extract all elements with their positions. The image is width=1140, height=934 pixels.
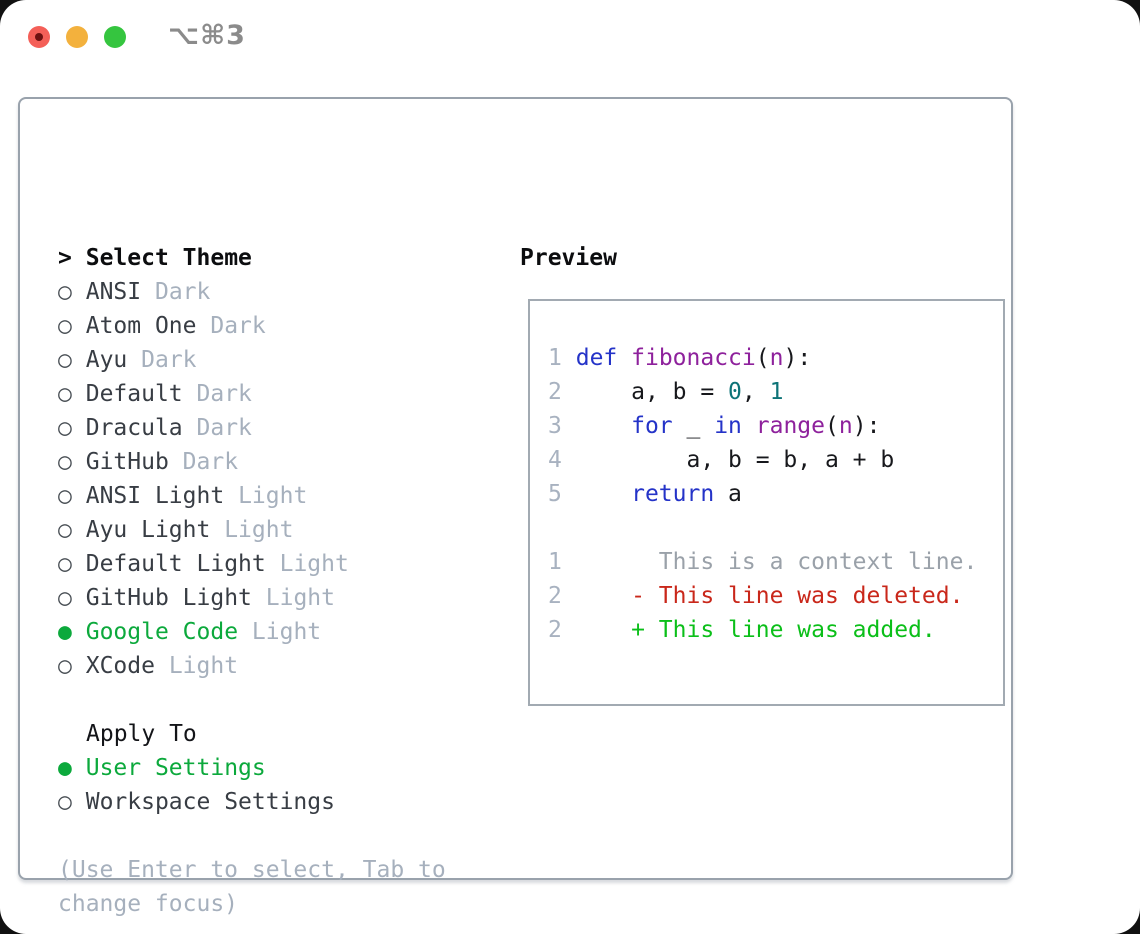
keyboard-hint: (Use Enter to select, Tab to change focu… bbox=[58, 857, 446, 917]
radio-icon: ○ bbox=[58, 279, 72, 305]
theme-name: ANSI bbox=[85, 279, 142, 305]
line-number: 1 bbox=[548, 549, 562, 575]
theme-option-default[interactable]: ○ Default Dark bbox=[58, 377, 483, 411]
minimize-button-icon[interactable] bbox=[66, 26, 88, 48]
close-button-icon[interactable] bbox=[28, 26, 50, 48]
theme-options-list: ○ ANSI Dark○ Atom One Dark○ Ayu Dark○ De… bbox=[58, 275, 483, 683]
diff-line-deleted: 2 - This line was deleted. bbox=[548, 579, 977, 613]
radio-icon: ○ bbox=[58, 415, 72, 441]
apply-option-label: User Settings bbox=[85, 755, 266, 781]
select-theme-title: Select Theme bbox=[85, 245, 252, 271]
theme-option-ayu-light[interactable]: ○ Ayu Light Light bbox=[58, 513, 483, 547]
theme-list-pane: > Select Theme ○ ANSI Dark○ Atom One Dar… bbox=[58, 241, 483, 921]
theme-option-atom-one[interactable]: ○ Atom One Dark bbox=[58, 309, 483, 343]
apply-to-title: Apply To bbox=[86, 721, 197, 747]
diff-text: - This line was deleted. bbox=[575, 583, 964, 609]
theme-name: Dracula bbox=[85, 415, 183, 441]
line-number: 2 bbox=[548, 379, 562, 405]
theme-name: GitHub Light bbox=[85, 585, 252, 611]
radio-icon: ○ bbox=[58, 347, 72, 373]
radio-icon: ○ bbox=[58, 789, 72, 815]
theme-picker-panel: > Select Theme ○ ANSI Dark○ Atom One Dar… bbox=[18, 97, 1013, 917]
theme-variant: Light bbox=[279, 551, 349, 577]
code-line-4: 4 a, b = b, a + b bbox=[548, 447, 895, 473]
radio-icon: ● bbox=[58, 619, 72, 645]
preview-title: Preview bbox=[520, 245, 617, 271]
theme-variant: Dark bbox=[196, 381, 252, 407]
apply-option-workspace-settings[interactable]: ○ Workspace Settings bbox=[58, 785, 483, 819]
radio-icon: ○ bbox=[58, 551, 72, 577]
theme-name: Default Light bbox=[85, 551, 266, 577]
code-line-3: 3 for _ in range(n): bbox=[548, 413, 881, 439]
diff-text: This is a context line. bbox=[575, 549, 978, 575]
theme-name: Default bbox=[85, 381, 183, 407]
theme-name: XCode bbox=[85, 653, 155, 679]
theme-name: Ayu bbox=[85, 347, 128, 373]
radio-icon: ○ bbox=[58, 483, 72, 509]
theme-variant: Light bbox=[251, 619, 322, 645]
line-number: 2 bbox=[548, 583, 562, 609]
theme-name: Atom One bbox=[85, 313, 197, 339]
theme-variant: Light bbox=[168, 653, 239, 679]
theme-option-google-code[interactable]: ● Google Code Light bbox=[58, 615, 483, 649]
theme-variant: Light bbox=[265, 585, 335, 611]
code-preview: 1 def fibonacci(n): 2 a, b = 0, 1 3 for _ … bbox=[548, 341, 977, 647]
code-line-5: 5 return a bbox=[548, 481, 742, 507]
radio-icon: ○ bbox=[58, 653, 72, 679]
theme-name: Google Code bbox=[85, 619, 239, 645]
window-shortcut-label: ⌥⌘3 bbox=[168, 20, 246, 51]
line-number: 2 bbox=[548, 617, 562, 643]
line-number: 3 bbox=[548, 413, 562, 439]
theme-variant: Light bbox=[238, 483, 308, 509]
theme-option-default-light[interactable]: ○ Default Light Light bbox=[58, 547, 483, 581]
theme-variant: Dark bbox=[196, 415, 252, 441]
apply-option-label: Workspace Settings bbox=[85, 789, 335, 815]
theme-option-ansi[interactable]: ○ ANSI Dark bbox=[58, 275, 483, 309]
theme-name: Ayu Light bbox=[85, 517, 211, 543]
theme-variant: Dark bbox=[154, 279, 211, 305]
theme-name: ANSI Light bbox=[85, 483, 225, 509]
theme-variant: Dark bbox=[182, 449, 239, 475]
diff-text: + This line was added. bbox=[575, 617, 936, 643]
line-number: 1 bbox=[548, 345, 562, 371]
theme-option-xcode[interactable]: ○ XCode Light bbox=[58, 649, 483, 683]
zoom-button-icon[interactable] bbox=[104, 26, 126, 48]
theme-option-dracula[interactable]: ○ Dracula Dark bbox=[58, 411, 483, 445]
theme-name: GitHub bbox=[85, 449, 169, 475]
radio-icon: ○ bbox=[58, 585, 72, 611]
theme-option-github[interactable]: ○ GitHub Dark bbox=[58, 445, 483, 479]
diff-line-context: 1 This is a context line. bbox=[548, 545, 977, 579]
code-line-2: 2 a, b = 0, 1 bbox=[548, 379, 784, 405]
radio-icon: ○ bbox=[58, 449, 72, 475]
radio-icon: ○ bbox=[58, 381, 72, 407]
diff-line-added: 2 + This line was added. bbox=[548, 613, 977, 647]
theme-option-github-light[interactable]: ○ GitHub Light Light bbox=[58, 581, 483, 615]
cursor-icon: > bbox=[58, 245, 72, 271]
apply-option-user-settings[interactable]: ● User Settings bbox=[58, 751, 483, 785]
select-theme-header: > Select Theme bbox=[58, 241, 483, 275]
theme-variant: Dark bbox=[141, 347, 197, 373]
line-number: 5 bbox=[548, 481, 562, 507]
radio-icon: ○ bbox=[58, 517, 72, 543]
theme-variant: Light bbox=[224, 517, 294, 543]
theme-option-ayu[interactable]: ○ Ayu Dark bbox=[58, 343, 483, 377]
code-line-1: 1 def fibonacci(n): bbox=[548, 345, 812, 371]
radio-icon: ● bbox=[58, 755, 72, 781]
radio-icon: ○ bbox=[58, 313, 72, 339]
theme-option-ansi-light[interactable]: ○ ANSI Light Light bbox=[58, 479, 483, 513]
preview-box: 1 def fibonacci(n): 2 a, b = 0, 1 3 for _ … bbox=[528, 299, 1005, 706]
line-number: 4 bbox=[548, 447, 562, 473]
apply-options-list: ● User Settings○ Workspace Settings bbox=[58, 751, 483, 819]
theme-variant: Dark bbox=[210, 313, 266, 339]
